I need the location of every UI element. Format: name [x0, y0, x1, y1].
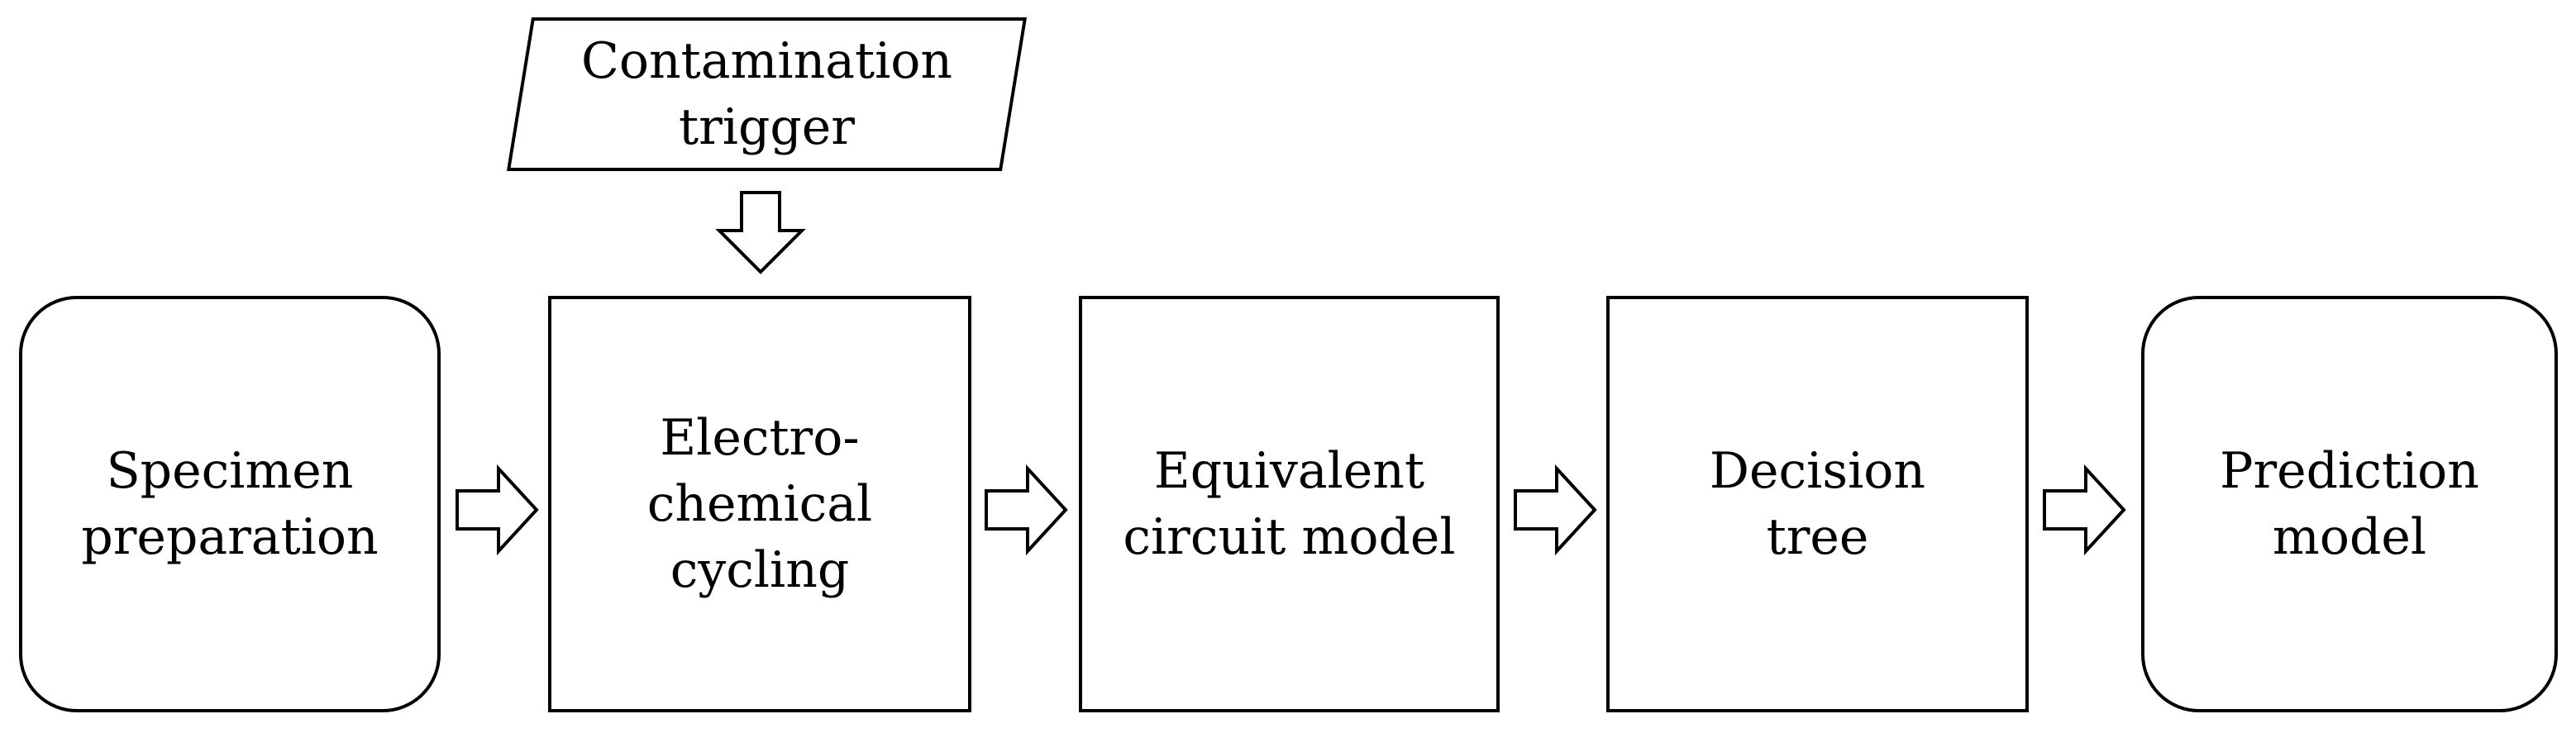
contamination-trigger-label-wrap: Contamination trigger	[519, 17, 1014, 171]
block-arrow-right-icon	[456, 464, 539, 556]
node-electrochemical-cycling: Electro- chemical cycling	[548, 296, 971, 712]
block-arrow-right-icon	[1514, 464, 1597, 556]
node-prediction-model-label: Prediction model	[2220, 442, 2479, 566]
node-equivalent-circuit-model: Equivalent circuit model	[1079, 296, 1500, 712]
node-electrochemical-cycling-label: Electro- chemical cycling	[646, 409, 873, 599]
contamination-trigger-label: Contamination trigger	[580, 32, 953, 156]
node-equivalent-circuit-model-label: Equivalent circuit model	[1123, 442, 1456, 566]
block-arrow-right-icon	[2043, 464, 2126, 556]
node-specimen-preparation-label: Specimen preparation	[81, 442, 379, 566]
node-prediction-model: Prediction model	[2141, 296, 2558, 712]
block-arrow-right-icon	[985, 464, 1068, 556]
block-arrow-down-icon	[715, 191, 806, 274]
node-specimen-preparation: Specimen preparation	[19, 296, 441, 712]
node-decision-tree-label: Decision tree	[1709, 442, 1926, 566]
node-decision-tree: Decision tree	[1606, 296, 2029, 712]
